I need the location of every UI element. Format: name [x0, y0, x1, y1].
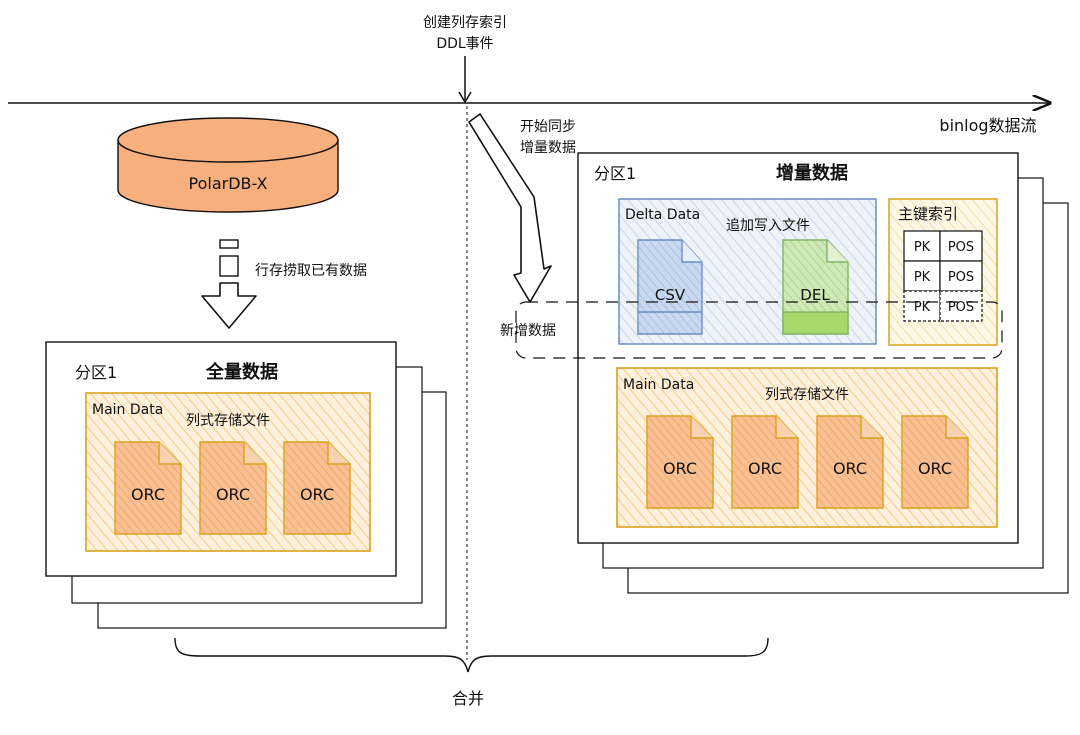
orc-file-label: ORC [300, 485, 334, 504]
pk-index-cell: POS [939, 230, 983, 262]
start-sync-label-line2: 增量数据 [520, 140, 576, 156]
csv-file-icon [637, 239, 703, 335]
pk-index-cell: POS [939, 290, 983, 322]
ddl-event-label-line1: 创建列存索引 [423, 14, 507, 31]
full-main-data-label: Main Data [92, 402, 163, 418]
new-data-highlight [515, 301, 1003, 359]
csv-file-label: CSV [655, 286, 686, 304]
delta-data-label: Delta Data [625, 207, 700, 223]
fetch-arrow-head [201, 282, 257, 329]
fetch-arrow-dash-1 [219, 239, 239, 249]
orc-file-icon: ORC [816, 415, 884, 509]
fetch-arrow-dash-2 [219, 255, 239, 277]
ddl-event-arrowhead [458, 91, 472, 104]
orc-file-icon: ORC [283, 441, 351, 535]
pk-index-table: PK POS PK POS PK POS [903, 230, 983, 322]
orc-file-icon: ORC [199, 441, 267, 535]
incr-panel-title: 增量数据 [776, 162, 848, 184]
incr-orc-files: ORC ORC ORC ORC [646, 415, 969, 509]
pk-index-cell-text: PK [914, 300, 931, 315]
full-main-data-subtitle: 列式存储文件 [186, 413, 270, 429]
pk-index-title: 主键索引 [898, 205, 958, 223]
polardb-x-database-icon [117, 117, 339, 213]
incr-main-data-subtitle: 列式存储文件 [765, 387, 849, 403]
orc-file-label: ORC [833, 459, 867, 478]
full-orc-files: ORC ORC ORC [114, 441, 351, 535]
merge-brace [174, 637, 769, 673]
del-file-label: DEL [800, 286, 830, 304]
pk-index-cell-text: POS [948, 300, 974, 315]
fetch-label: 行存捞取已有数据 [255, 263, 367, 279]
pk-index-cell-text: POS [948, 240, 974, 255]
full-panel-title: 全量数据 [205, 361, 278, 383]
orc-file-label: ORC [748, 459, 782, 478]
orc-file-icon: ORC [114, 441, 182, 535]
incr-main-data-label: Main Data [623, 377, 694, 393]
orc-file-icon: ORC [731, 415, 799, 509]
orc-file-label: ORC [663, 459, 697, 478]
pk-index-cell-text: PK [914, 240, 931, 255]
orc-file-label: ORC [216, 485, 250, 504]
incr-partition-label: 分区1 [594, 164, 636, 183]
merge-label: 合并 [452, 689, 484, 708]
orc-file-icon: ORC [901, 415, 969, 509]
del-file-icon [782, 239, 849, 335]
polardb-x-label: PolarDB-X [189, 174, 268, 193]
orc-file-label: ORC [131, 485, 165, 504]
pk-index-cell: POS [939, 260, 983, 292]
full-partition-label: 分区1 [75, 363, 117, 382]
orc-file-label: ORC [918, 459, 952, 478]
pk-index-cell-text: PK [914, 270, 931, 285]
pk-index-cell: PK [903, 230, 941, 262]
new-data-label: 新增数据 [500, 323, 556, 339]
ddl-event-label-line2: DDL事件 [436, 36, 493, 52]
binlog-stream-label: binlog数据流 [939, 116, 1036, 135]
pk-index-cell-text: POS [948, 270, 974, 285]
start-sync-arrow [468, 113, 552, 303]
orc-file-icon: ORC [646, 415, 714, 509]
pk-index-cell: PK [903, 260, 941, 292]
delta-data-subtitle: 追加写入文件 [726, 218, 810, 234]
pk-index-cell: PK [903, 290, 941, 322]
start-sync-label-line1: 开始同步 [520, 119, 576, 135]
